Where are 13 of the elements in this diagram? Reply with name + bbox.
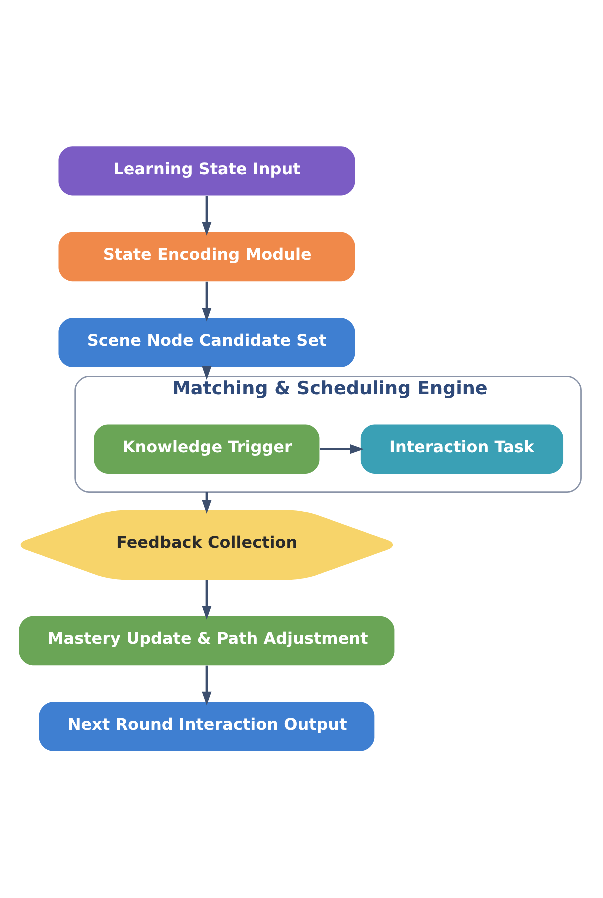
arrow [320, 444, 364, 454]
node-box: State Encoding Module [58, 232, 356, 282]
arrow [202, 196, 212, 236]
node-box: Mastery Update & Path Adjustment [19, 616, 395, 666]
arrow [202, 492, 212, 514]
node-box: Interaction Task [360, 424, 564, 474]
node-box: Next Round Interaction Output [39, 702, 375, 752]
node-box: Learning State Input [58, 146, 356, 196]
node-ellipse: Feedback Collection [20, 510, 394, 580]
arrow [202, 666, 212, 706]
arrow [202, 580, 212, 620]
node-box: Knowledge Trigger [94, 424, 320, 474]
arrow [202, 282, 212, 322]
